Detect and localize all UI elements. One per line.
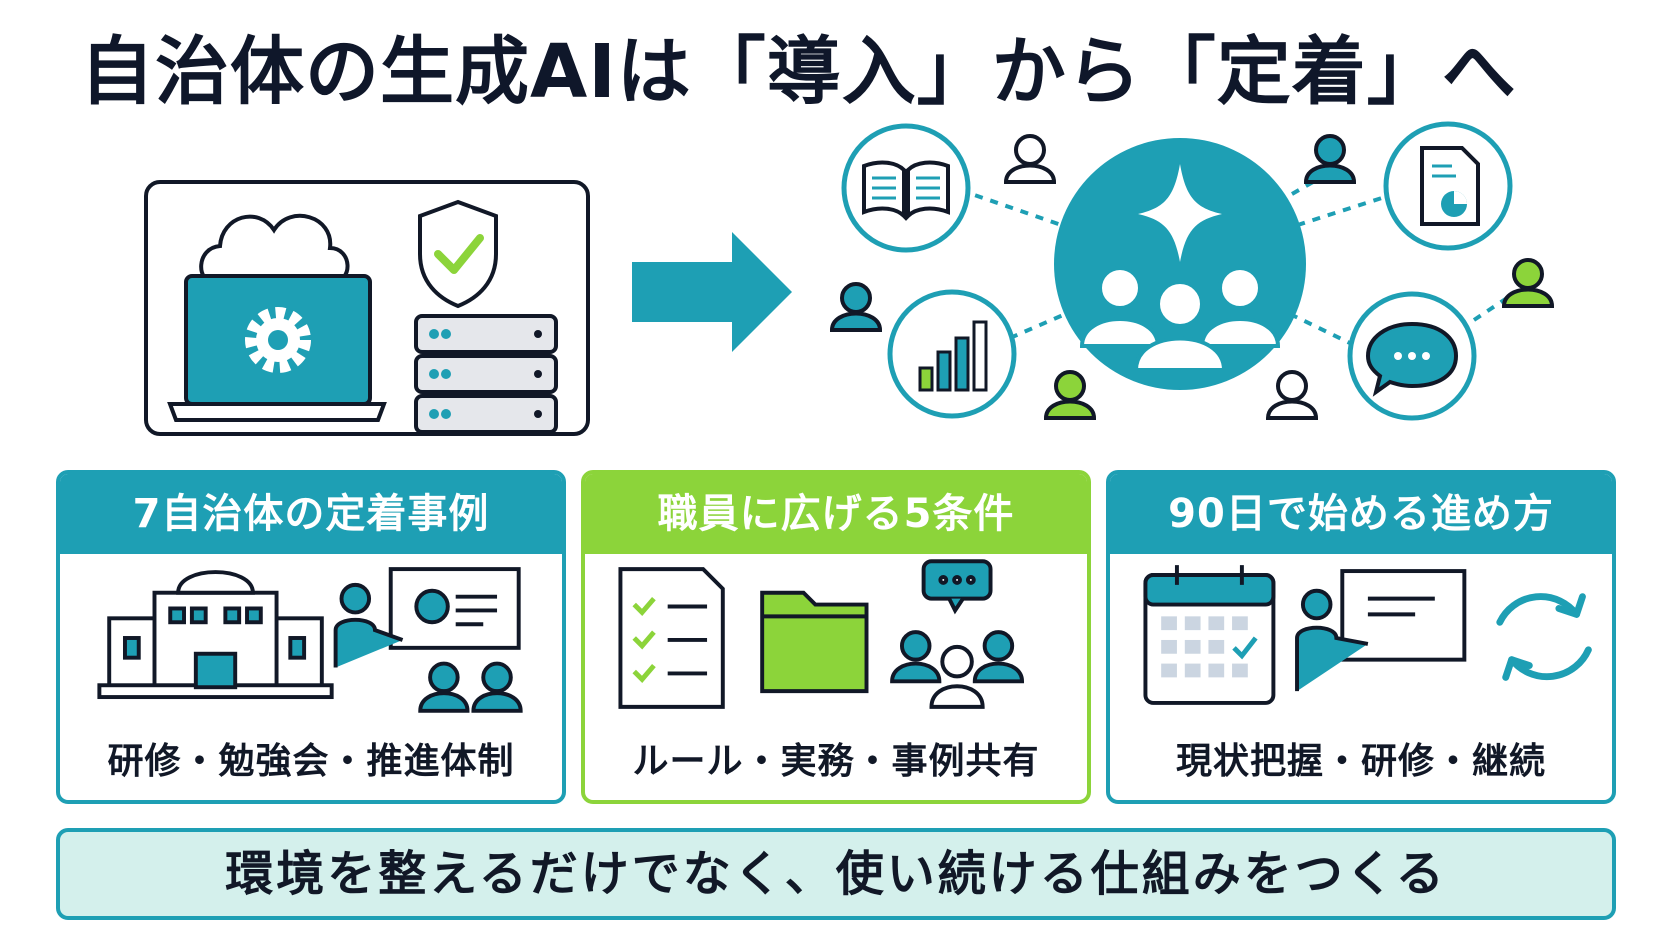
person-icon [1003,134,1057,184]
people-group-icon [1079,266,1281,372]
server-icon [414,314,558,434]
card-header: 90日で始める進め方 [1110,474,1612,554]
presenter-icon [333,567,523,713]
person-icon [1043,370,1097,420]
person-icon [1265,370,1319,420]
card-footer: 研修・勉強会・推進体制 [107,741,515,782]
book-icon [841,123,971,253]
hub-circle [1054,138,1306,390]
card-illustration [618,559,1025,709]
person-icon [1303,134,1357,184]
card-case-studies: 7自治体の定着事例 研修・勉強会・推進体制 [56,470,566,804]
sparkle-icon [1138,164,1222,262]
card-footer: 現状把握・研修・継続 [1175,741,1546,782]
cycle-icon [1496,593,1592,681]
card-five-conditions: 職員に広げる5条件 ルール・実務・事例共有 [581,470,1091,804]
gear-icon [245,307,311,373]
card-header: 7自治体の定着事例 [60,474,562,554]
city-hall-icon [97,570,334,700]
team-chat-icon [890,559,1025,709]
top-illustration [144,121,1555,436]
card-footer: ルール・実務・事例共有 [632,741,1040,782]
calendar-icon [1143,565,1276,705]
shield-check-icon [418,199,498,309]
cloud-icon [199,213,350,284]
person-icon [1501,258,1555,308]
document-chart-icon [1383,121,1513,251]
presenter-icon [1295,569,1467,692]
card-90-day-plan: 90日で始める進め方 現状把握・研修・継続 [1106,470,1616,804]
checklist-icon [618,567,725,709]
arrow-right-icon [632,232,792,352]
card-header: 職員に広げる5条件 [585,474,1087,554]
bar-chart-icon [887,289,1017,419]
folder-icon [760,590,869,694]
card-illustration [97,567,523,713]
person-icon [829,282,883,332]
chat-bubble-icon [1347,291,1477,421]
page-title: 自治体の生成AIは「導入」から「定着」へ [80,29,1517,115]
bottom-banner: 環境を整えるだけでなく、使い続ける仕組みをつくる [56,828,1616,920]
card-illustration [1143,565,1592,705]
